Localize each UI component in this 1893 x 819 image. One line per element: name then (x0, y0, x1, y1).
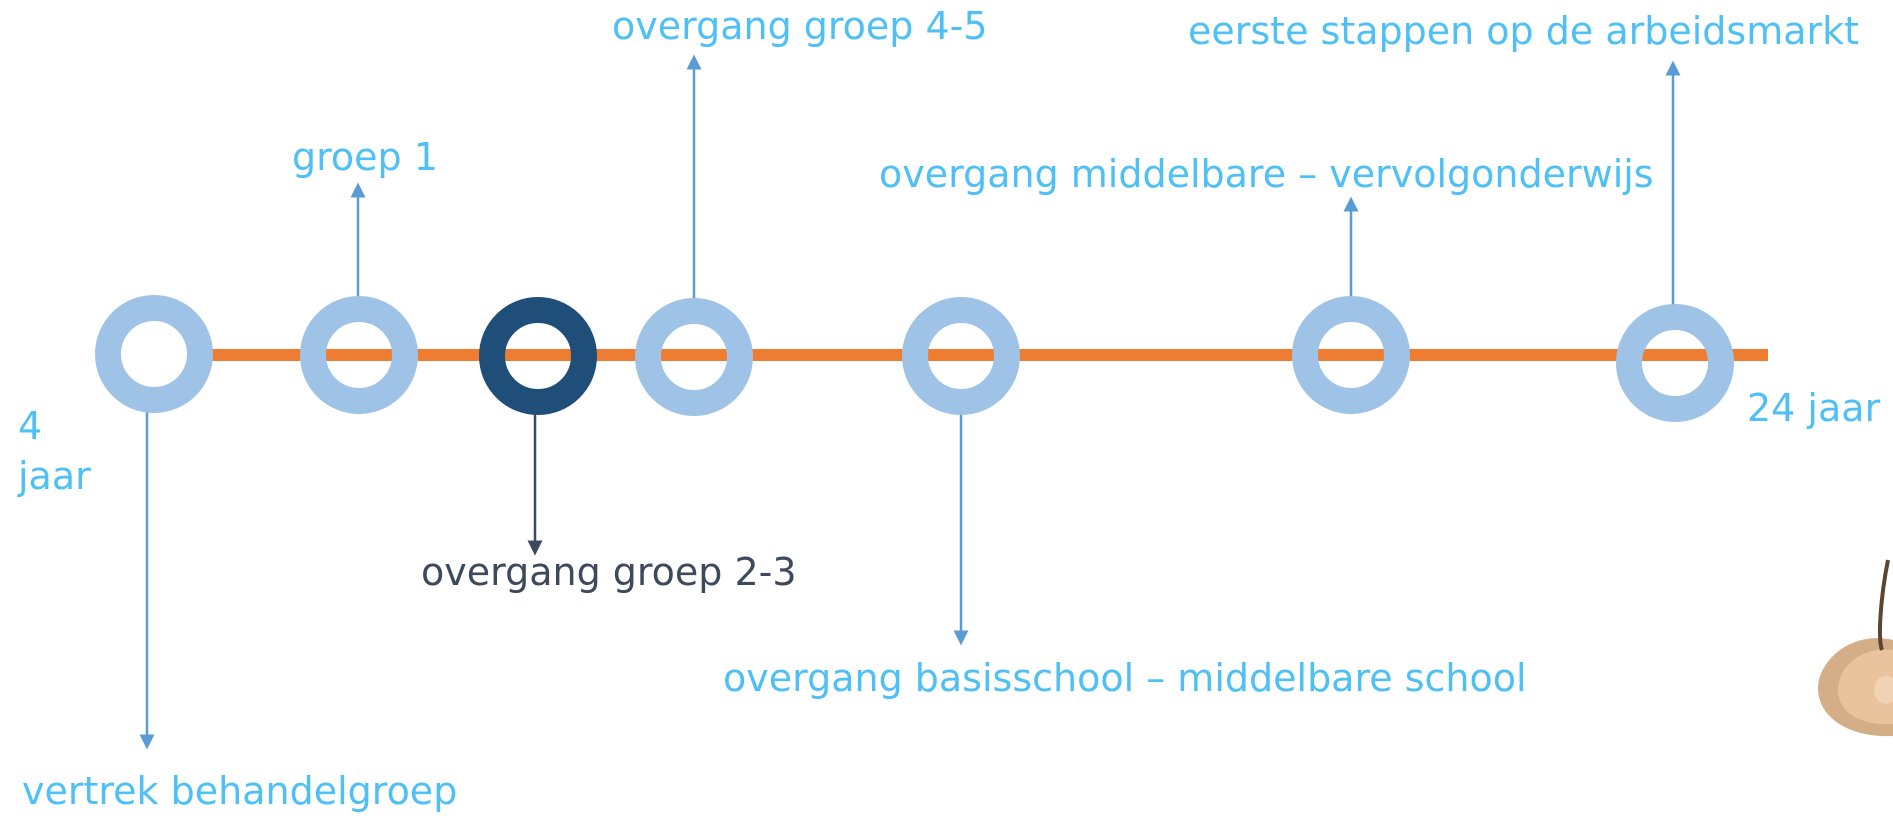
age-start-unit: jaar (18, 454, 91, 498)
label-arbeidsmarkt: eerste stappen op de arbeidsmarkt (1188, 9, 1860, 53)
age-start-number: 4 (18, 404, 43, 448)
label-groep45: overgang groep 4-5 (612, 4, 988, 48)
milestone-ring-groep23 (479, 297, 597, 415)
person-illustration (1818, 559, 1893, 737)
age-end: 24 jaar (1747, 386, 1881, 430)
milestone-ring-groep1 (300, 296, 418, 414)
milestone-ring-basis-middelbaar (902, 297, 1020, 415)
milestone-ring-middelbaar-vervolg (1292, 296, 1410, 414)
label-middelbaar-vervolg: overgang middelbare – vervolgonderwijs (879, 152, 1654, 196)
label-groep23: overgang groep 2-3 (421, 550, 797, 594)
milestone-ring-vertrek (95, 295, 213, 413)
label-vertrek: vertrek behandelgroep (22, 769, 458, 813)
label-groep1: groep 1 (292, 135, 438, 179)
label-basis-middelbaar: overgang basisschool – middelbare school (723, 656, 1527, 700)
milestone-ring-groep45 (635, 298, 753, 416)
milestone-ring-arbeidsmarkt (1616, 304, 1734, 422)
